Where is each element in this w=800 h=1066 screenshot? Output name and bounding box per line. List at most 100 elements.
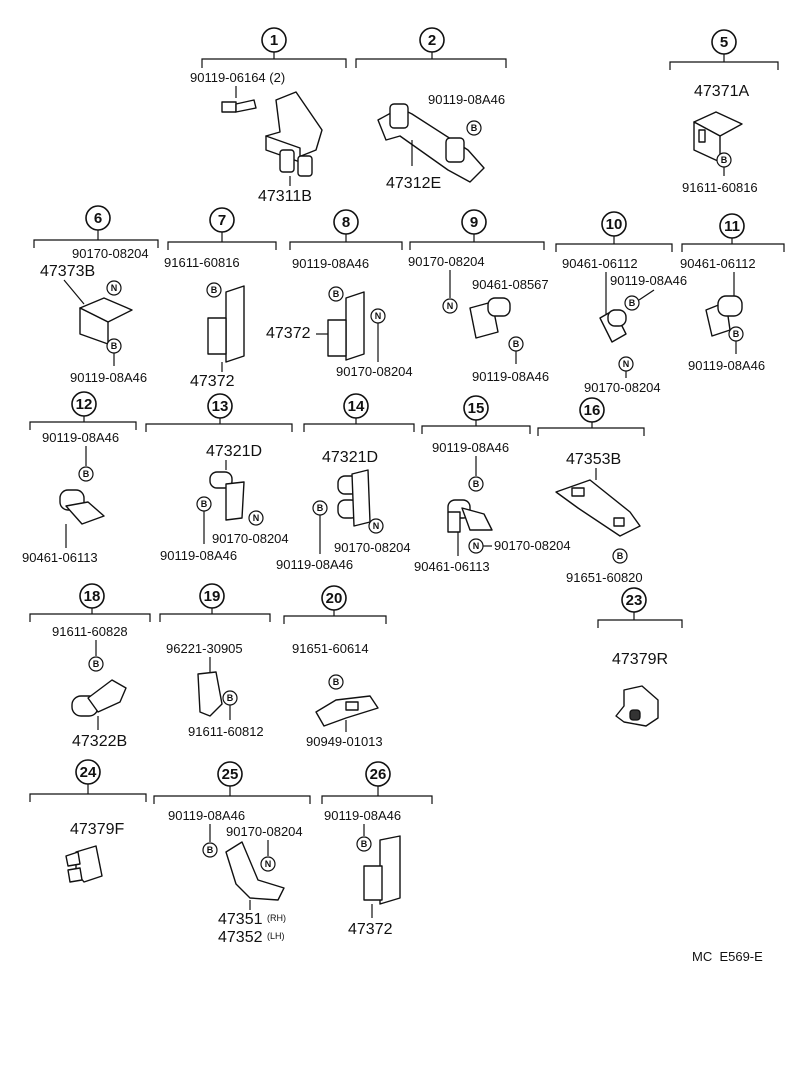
callout-number: 5 bbox=[720, 34, 728, 51]
callout-number: 2 bbox=[428, 32, 436, 49]
bracket-part-icon bbox=[225, 841, 285, 901]
group-15: 15 90119-08A46 B N 90170-08204 90461-061… bbox=[414, 395, 571, 574]
group-bracket bbox=[29, 421, 137, 430]
part-number-label: 47372 bbox=[348, 921, 393, 938]
nut-marker-icon bbox=[442, 298, 458, 314]
part-number-label: 90119-08A46 bbox=[70, 370, 147, 385]
part-number-label: 90119-08A46 bbox=[432, 440, 509, 455]
bolt-marker-icon bbox=[328, 674, 344, 690]
bolt-icon bbox=[221, 99, 257, 113]
marker-letter: N bbox=[111, 283, 118, 293]
bolt-marker-icon bbox=[466, 120, 482, 136]
callout-number: 14 bbox=[348, 398, 365, 415]
clamp-hole bbox=[345, 701, 359, 711]
clamp-body bbox=[447, 511, 461, 533]
bracket-boss bbox=[389, 103, 409, 129]
callout-number: 1 bbox=[270, 32, 278, 49]
group-20: 20 91651-60614 B 90949-01013 bbox=[283, 585, 387, 749]
marker-letter: B bbox=[211, 285, 218, 295]
bolt-marker-icon bbox=[468, 476, 484, 492]
bolt-marker-icon bbox=[88, 656, 104, 672]
part-number-label: 90461-06112 bbox=[680, 256, 756, 271]
group-23: 23 47379R bbox=[597, 587, 683, 727]
group-bracket bbox=[555, 243, 673, 252]
clip-part-icon bbox=[615, 685, 659, 727]
stay-part-icon bbox=[555, 479, 641, 537]
group-13: 13 47321D B N 90170-08204 90119-08A46 bbox=[145, 393, 293, 563]
marker-letter: B bbox=[333, 289, 340, 299]
marker-letter: N bbox=[447, 301, 454, 311]
callout-number: 12 bbox=[76, 396, 93, 413]
marker-letter: B bbox=[471, 123, 478, 133]
clamp-body bbox=[315, 695, 379, 727]
group-bracket bbox=[303, 423, 415, 432]
marker-letter: N bbox=[253, 513, 260, 523]
part-number-label: 90170-08204 bbox=[584, 380, 661, 395]
callout-number: 23 bbox=[626, 592, 643, 609]
group-24: 24 47379F bbox=[29, 759, 147, 883]
bracket-part-icon bbox=[377, 103, 485, 183]
bracket-side bbox=[327, 319, 347, 357]
bracket-plate bbox=[351, 469, 371, 527]
part-number-label: 90461-06113 bbox=[22, 550, 98, 565]
marker-letter: B bbox=[721, 155, 728, 165]
clamp-part-icon bbox=[197, 671, 223, 717]
group-1: 1 90119-06164 (2) 47311B bbox=[190, 27, 347, 205]
bolt-marker-icon bbox=[206, 282, 222, 298]
callout-number: 13 bbox=[212, 398, 229, 415]
marker-letter: N bbox=[375, 311, 382, 321]
clamp-part-icon bbox=[447, 499, 493, 533]
part-number-label: 90119-08A46 bbox=[688, 358, 765, 373]
part-number-label: 90119-08A46 bbox=[168, 808, 245, 823]
part-number-label: 91651-60614 bbox=[292, 641, 369, 656]
bracket-plate bbox=[225, 285, 245, 363]
part-number-label: 90119-08A46 bbox=[428, 92, 505, 107]
nut-marker-icon bbox=[368, 518, 384, 534]
callout-number: 6 bbox=[94, 210, 102, 227]
group-bracket bbox=[283, 615, 387, 624]
group-25: 25 90119-08A46 B 90170-08204 N 47351 (RH… bbox=[153, 761, 311, 946]
group-10: 10 90461-06112 90119-08A46 B N 90170-082… bbox=[555, 211, 687, 395]
clip-part-icon bbox=[65, 845, 103, 883]
diagram-code: MC E569-E bbox=[692, 949, 763, 964]
clamp-loop bbox=[607, 309, 627, 327]
callout-number: 18 bbox=[84, 588, 101, 605]
callout-number: 10 bbox=[606, 216, 623, 233]
bracket-side bbox=[363, 865, 383, 901]
leader-line bbox=[638, 289, 655, 301]
callout-number: 20 bbox=[326, 590, 343, 607]
bracket-plate bbox=[345, 291, 365, 361]
part-number-label: 90170-08204 bbox=[336, 364, 413, 379]
bracket-part-icon bbox=[337, 469, 371, 527]
group-bracket bbox=[29, 793, 147, 802]
part-number-label: 90170-08204 bbox=[334, 540, 411, 555]
bracket-part-icon bbox=[693, 111, 743, 163]
part-number-label: 90119-06164 (2) bbox=[190, 70, 285, 85]
bolt-shank bbox=[235, 99, 257, 113]
part-number-label: 47353B bbox=[566, 451, 621, 468]
bracket-part-icon bbox=[265, 91, 323, 177]
bracket-boss bbox=[297, 155, 313, 177]
bracket-part-icon bbox=[207, 285, 245, 363]
stay-hole bbox=[613, 517, 625, 527]
part-number-label: 47371A bbox=[694, 83, 749, 100]
marker-letter: B bbox=[629, 298, 636, 308]
part-number-label: 91611-60812 bbox=[188, 724, 264, 739]
part-number-label: 47351 bbox=[218, 911, 263, 928]
part-number-label: 96221-30905 bbox=[166, 641, 243, 656]
group-bracket bbox=[145, 423, 293, 432]
part-number-label: 90119-08A46 bbox=[160, 548, 237, 563]
clamp-body bbox=[197, 671, 223, 717]
bolt-head bbox=[221, 101, 237, 113]
callout-number: 26 bbox=[370, 766, 387, 783]
bolt-marker-icon bbox=[612, 548, 628, 564]
bracket-boss bbox=[445, 137, 465, 163]
callout-number: 25 bbox=[222, 766, 239, 783]
bracket-body bbox=[225, 841, 285, 901]
clamp-part-icon bbox=[599, 309, 627, 343]
callout-number: 19 bbox=[204, 588, 221, 605]
clamp-arm bbox=[87, 679, 127, 713]
bracket-plate bbox=[379, 835, 401, 905]
part-number-label: 47311B bbox=[258, 188, 312, 205]
callout-number: 16 bbox=[584, 402, 601, 419]
